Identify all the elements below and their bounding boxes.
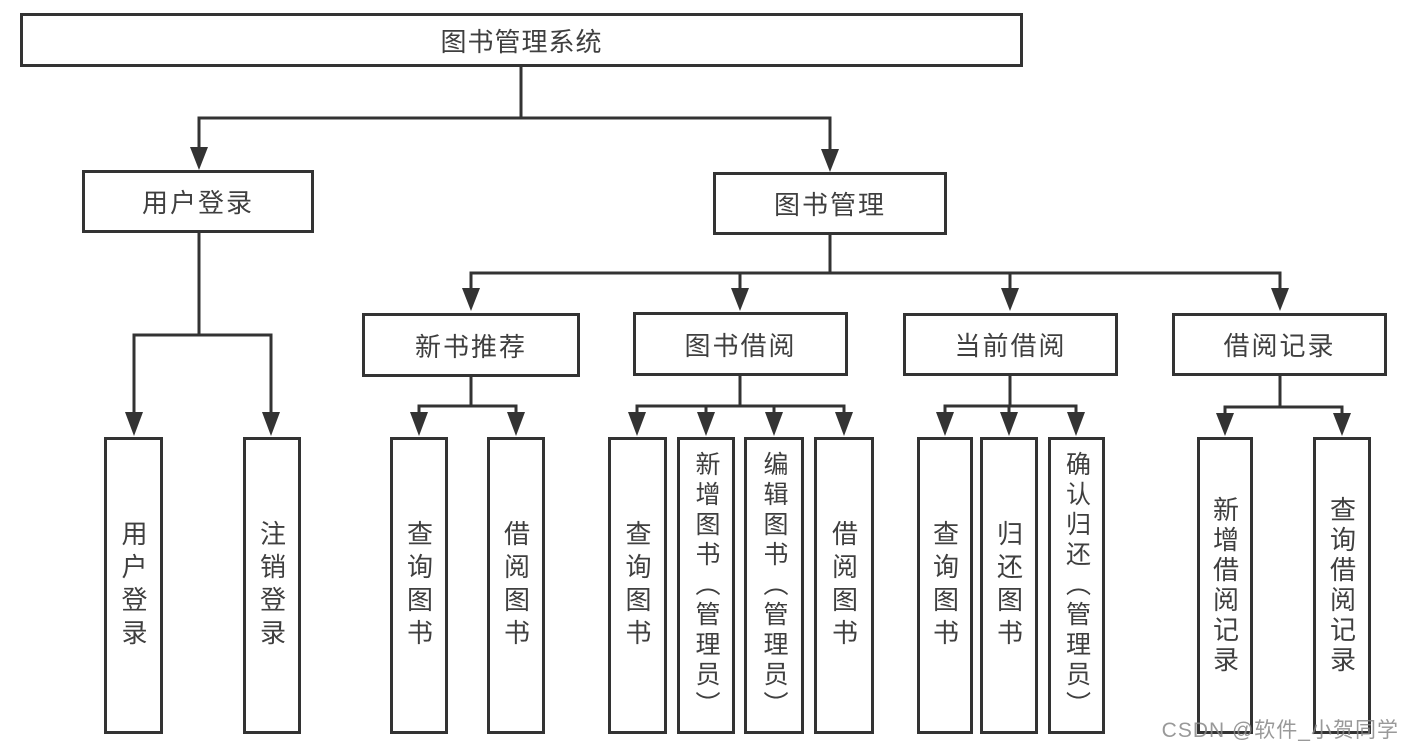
- leaf-query-borrow-record: 查询借阅记录: [1313, 437, 1371, 734]
- leaf-return-books: 归还图书: [980, 437, 1038, 734]
- csdn-watermark: CSDN @软件_小贺同学: [1161, 719, 1399, 742]
- leaf-borrow-books: 借阅图书: [814, 437, 874, 734]
- leaf-query-books-recommend: 查询图书: [390, 437, 448, 734]
- node-book-management: 图书管理: [713, 172, 947, 235]
- leaf-borrow-books-recommend: 借阅图书: [487, 437, 545, 734]
- leaf-confirm-return-admin: 确认归还（管理员）: [1048, 437, 1105, 734]
- arrowhead-group: [125, 147, 1351, 436]
- node-root: 图书管理系统: [20, 13, 1023, 67]
- node-new-book-recommend: 新书推荐: [362, 313, 580, 377]
- leaf-query-books-borrow: 查询图书: [608, 437, 667, 734]
- node-borrow-records: 借阅记录: [1172, 313, 1387, 376]
- node-book-borrow: 图书借阅: [633, 312, 848, 376]
- node-user-login: 用户登录: [82, 170, 314, 233]
- leaf-add-books-admin: 新增图书（管理员）: [677, 437, 735, 734]
- node-current-borrow: 当前借阅: [903, 313, 1118, 376]
- leaf-logout: 注销登录: [243, 437, 301, 734]
- leaf-user-login: 用户登录: [104, 437, 163, 734]
- leaf-edit-books-admin: 编辑图书（管理员）: [744, 437, 804, 734]
- leaf-add-borrow-record: 新增借阅记录: [1197, 437, 1253, 734]
- leaf-query-books-current: 查询图书: [917, 437, 973, 734]
